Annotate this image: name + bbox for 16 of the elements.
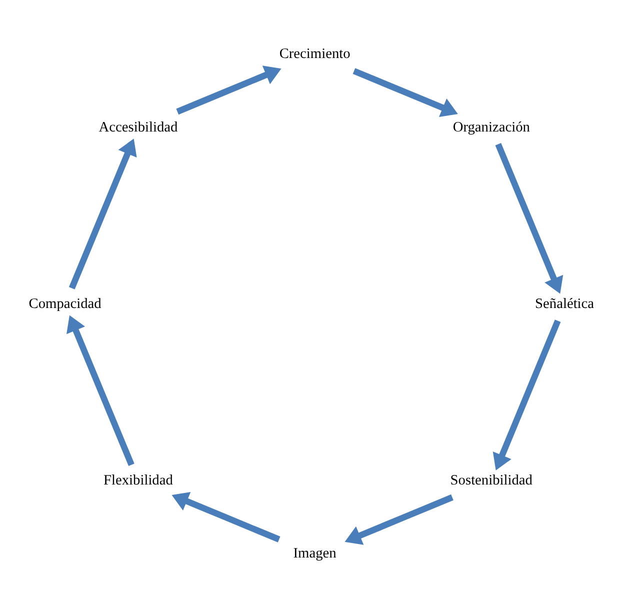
- node-text: Compacidad: [28, 296, 102, 312]
- node-text: Imagen: [293, 546, 336, 562]
- arrow: [68, 138, 137, 290]
- node-text: Organización: [452, 119, 530, 136]
- arrow: [344, 494, 454, 545]
- arrow: [492, 320, 561, 470]
- node-text: Accesibilidad: [98, 119, 178, 136]
- arrow: [495, 143, 564, 294]
- arrow: [172, 492, 280, 542]
- node-text: Crecimiento: [279, 46, 350, 62]
- arrow: [352, 68, 458, 118]
- node-text: Señalética: [535, 296, 594, 312]
- node-text: Flexibilidad: [104, 472, 173, 489]
- arrow: [176, 66, 282, 115]
- arrow: [66, 315, 134, 466]
- node-text: Sostenibilidad: [450, 472, 532, 489]
